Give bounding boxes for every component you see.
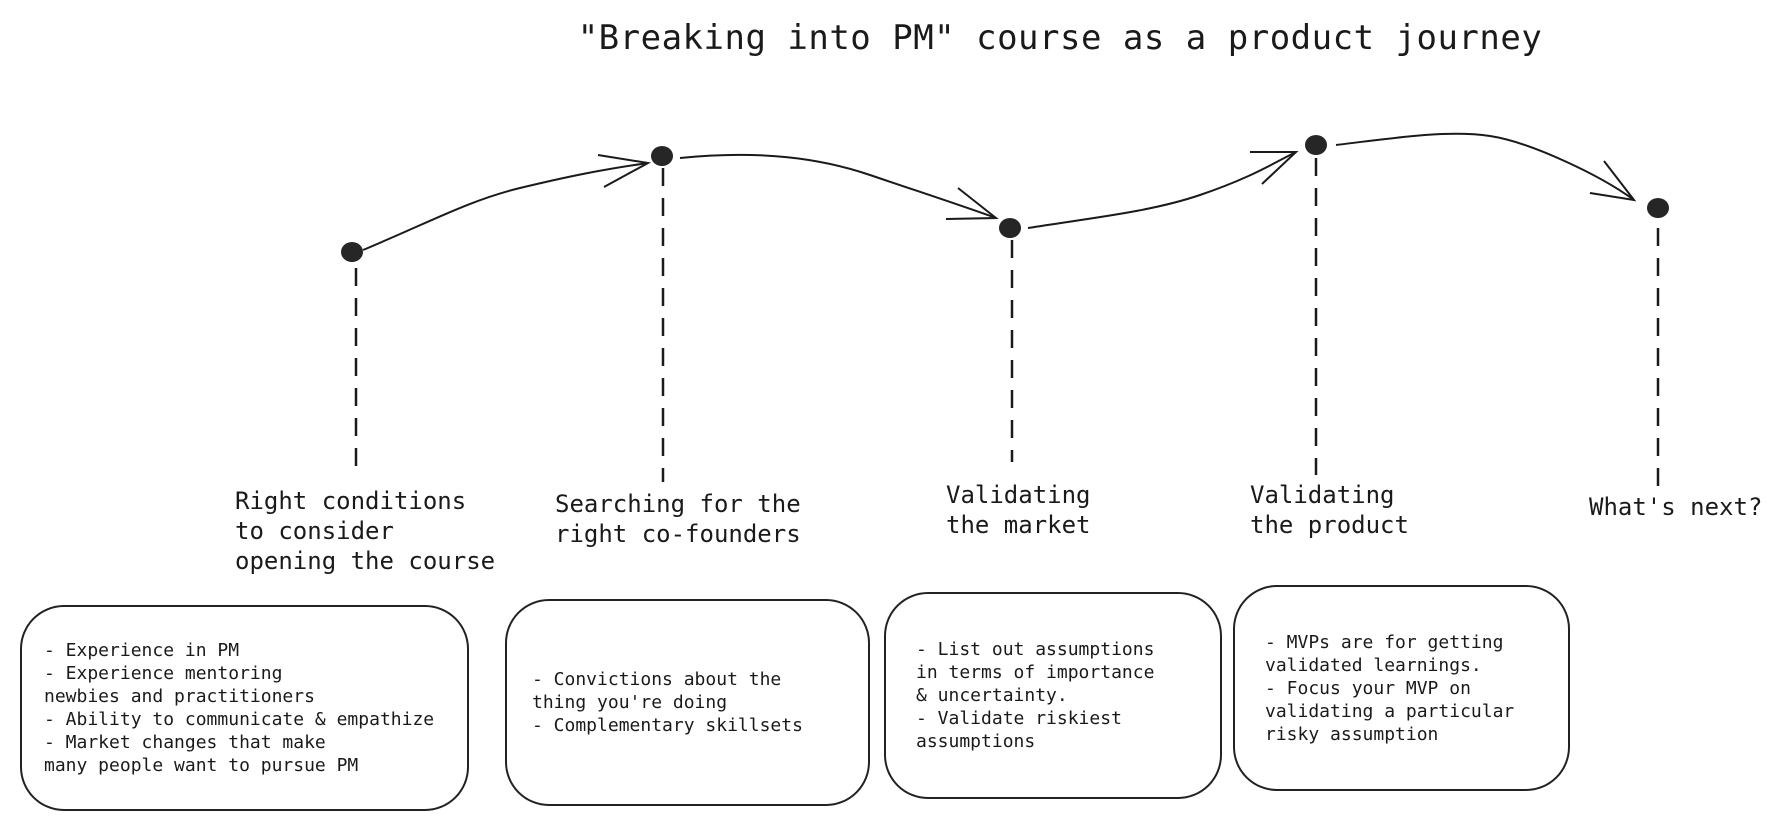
journey-arrow-2 [679, 153, 997, 219]
stage-label-validating-product: Validating the product [1250, 480, 1409, 540]
stage-card-right-conditions: - Experience in PM - Experience mentorin… [20, 605, 469, 811]
milestone-dot-5 [1647, 198, 1669, 218]
card-line: - Experience in PM [44, 640, 240, 661]
stage-card-validating-product: - MVPs are for getting validated learnin… [1233, 585, 1570, 791]
stage-label-line: the product [1250, 511, 1409, 539]
card-line: - Experience mentoring [44, 663, 283, 684]
card-line: risky assumption [1265, 723, 1439, 745]
stage-label-line: Validating [946, 481, 1091, 509]
card-line: & uncertainty. [916, 685, 1068, 706]
stage-card-validating-market: - List out assumptions in terms of impor… [884, 592, 1222, 799]
card-line: - Ability to communicate & empathize [44, 709, 435, 730]
milestone-dot-4 [1305, 135, 1327, 155]
journey-arrow-head-4 [1589, 160, 1637, 202]
card-line: in terms of importance [916, 662, 1155, 683]
card-line: - List out assumptions [916, 639, 1155, 660]
card-line: validating a particular [1265, 700, 1515, 722]
card-line: many people want to pursue PM [44, 755, 359, 776]
milestone-dot-3 [999, 218, 1021, 238]
card-line: - MVPs are for getting [1265, 631, 1504, 653]
stage-label-line: the market [946, 511, 1091, 539]
card-line: - Validate riskiest [916, 708, 1122, 729]
milestone-dot-2 [651, 146, 673, 166]
stage-label-line: right co-founders [555, 520, 801, 548]
journey-arrow-4 [1335, 132, 1635, 201]
card-line: thing you're doing [532, 692, 728, 713]
stage-label-searching-cofounders: Searching for the right co-founders [555, 489, 801, 549]
card-line: validated learnings. [1265, 654, 1482, 676]
journey-arrow-head-2 [945, 187, 999, 220]
journey-arrow-3 [1027, 151, 1297, 229]
card-line: - Focus your MVP on [1265, 677, 1471, 699]
card-line: assumptions [916, 731, 1036, 752]
card-line: - Convictions about the [532, 669, 782, 690]
card-line: - Market changes that make [44, 732, 326, 753]
stage-label-line: Right conditions [235, 487, 467, 515]
card-line: - Complementary skillsets [532, 715, 803, 736]
stage-label-validating-market: Validating the market [946, 480, 1091, 540]
stage-label-line: What's next? [1589, 493, 1763, 521]
stage-label-line: Searching for the [555, 490, 801, 518]
journey-arrow-1 [362, 162, 649, 251]
milestone-dot-1 [341, 242, 363, 262]
stage-label-line: opening the course [235, 547, 496, 575]
journey-arrow-head-1 [597, 154, 652, 188]
stage-label-line: to consider [235, 517, 394, 545]
diagram-title: "Breaking into PM" course as a product j… [577, 18, 1543, 58]
journey-arrow-head-3 [1250, 151, 1299, 185]
stage-card-searching-cofounders: - Convictions about the thing you're doi… [505, 599, 870, 806]
card-line: newbies and practitioners [44, 686, 315, 707]
stage-label-line: Validating [1250, 481, 1395, 509]
stage-label-right-conditions: Right conditions to consider opening the… [235, 486, 495, 576]
stage-label-whats-next: What's next? [1589, 492, 1762, 522]
